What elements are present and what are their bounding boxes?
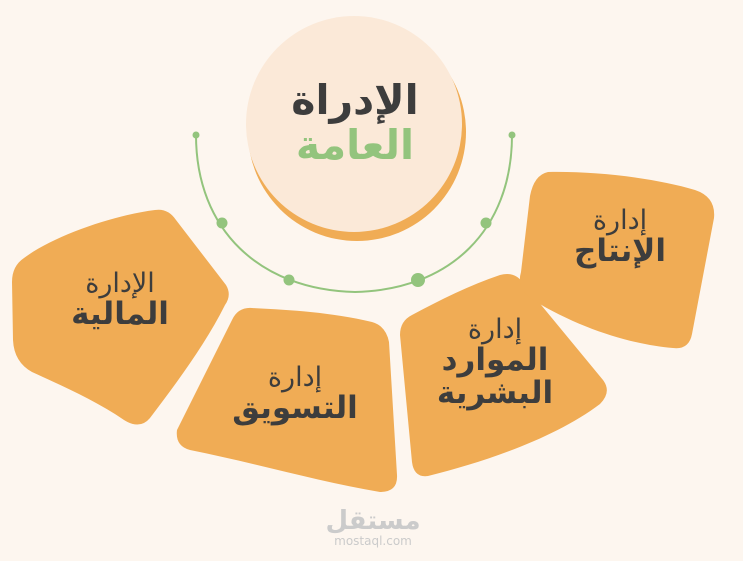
marketing-line2: التسويق — [232, 390, 358, 427]
center-title-line1: الإدراة — [291, 76, 419, 124]
production-line2: الإنتاج — [574, 233, 666, 270]
brand-arabic: مستقل — [325, 506, 421, 536]
connector-dot — [508, 131, 516, 139]
box-marketing — [176, 307, 398, 492]
connector-arc — [195, 134, 513, 294]
label-hr: إدارة الموارد البشرية — [420, 314, 570, 411]
finance-line1: الإدارة — [85, 268, 155, 299]
box-production — [519, 171, 715, 349]
box-finance — [12, 209, 229, 425]
connector-dot — [192, 131, 200, 139]
hr-line1: إدارة — [467, 314, 523, 345]
hr-line2: الموارد — [441, 342, 549, 379]
brand-logo: مستقل mostaql.com — [318, 508, 428, 548]
box-hr — [400, 274, 607, 477]
center-title-line2: العامة — [295, 121, 415, 170]
connector-dot — [480, 217, 492, 229]
brand-latin: mostaql.com — [334, 534, 412, 548]
connector-dot — [216, 217, 228, 229]
production-line1: إدارة — [592, 205, 648, 236]
finance-line2: المالية — [71, 296, 169, 333]
center-circle — [246, 16, 462, 232]
center-title: الإدراة العامة — [250, 76, 460, 170]
label-production: إدارة الإنتاج — [550, 205, 690, 270]
label-marketing: إدارة التسويق — [210, 362, 380, 427]
hr-line3: البشرية — [436, 374, 554, 411]
marketing-line1: إدارة — [267, 362, 323, 393]
connector-dot — [411, 273, 425, 287]
label-finance: الإدارة المالية — [45, 268, 195, 333]
connector-dot — [283, 274, 295, 286]
